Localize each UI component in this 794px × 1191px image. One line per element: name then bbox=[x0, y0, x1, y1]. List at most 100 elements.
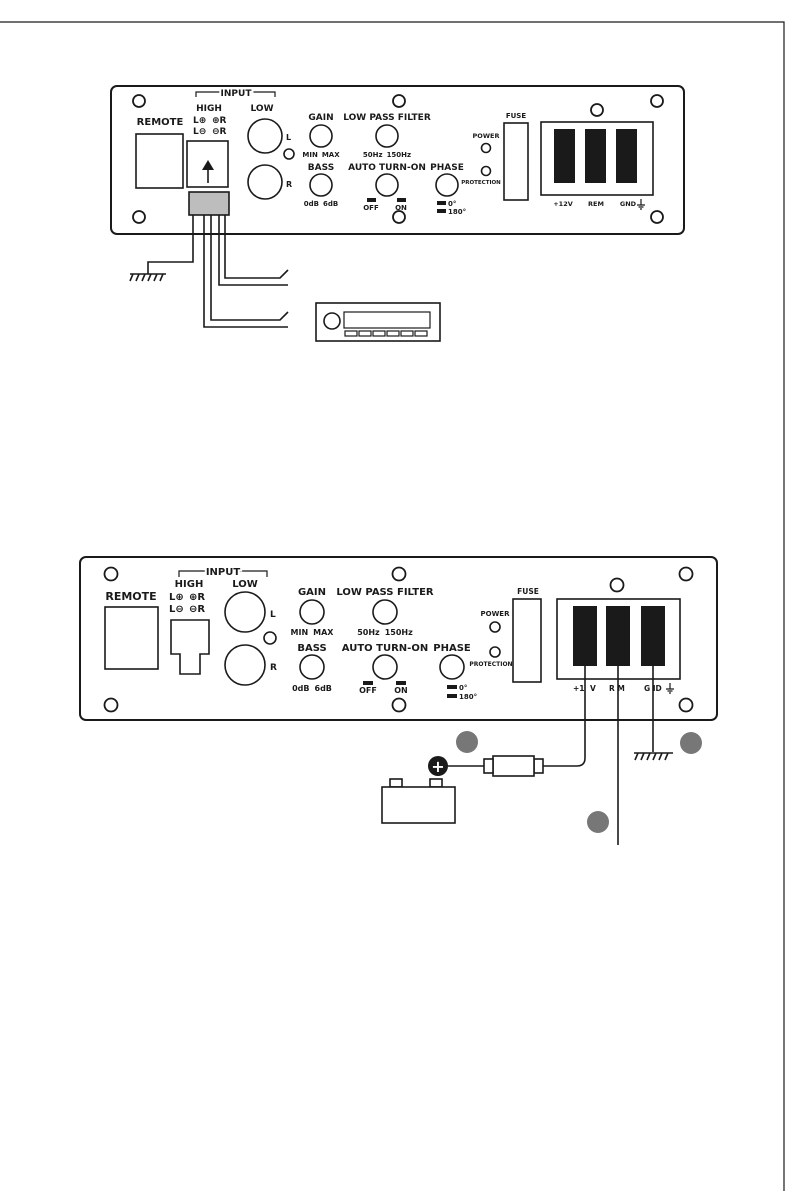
phase-0-label: 0° bbox=[459, 684, 467, 692]
mount-hole bbox=[392, 210, 406, 224]
speaker-wire-1 bbox=[224, 215, 289, 279]
mount-hole bbox=[391, 566, 407, 582]
gain-knob[interactable] bbox=[309, 124, 333, 148]
head-unit-knob-icon bbox=[323, 312, 341, 330]
input-bracket bbox=[178, 570, 268, 577]
high-left-positive: L⊕ bbox=[169, 592, 184, 603]
remote-port[interactable] bbox=[135, 133, 184, 189]
ground-symbol-icon bbox=[637, 199, 645, 210]
rca-r-label: R bbox=[286, 180, 292, 189]
input-label: INPUT bbox=[221, 89, 253, 99]
high-level-wiring bbox=[129, 215, 441, 342]
battery-terminal-left bbox=[389, 778, 403, 788]
amplifier-panel-bottom: REMOTE INPUT HIGH LOW L⊕ ⊕R L⊖ ⊖R L R GA… bbox=[79, 556, 718, 721]
phase-180-label: 180° bbox=[448, 208, 466, 216]
mount-hole bbox=[650, 210, 664, 224]
power-led bbox=[480, 142, 492, 154]
terminal-rem[interactable] bbox=[606, 606, 630, 666]
rca-left-jack[interactable] bbox=[247, 118, 283, 154]
rca-l-label: L bbox=[286, 133, 291, 142]
bass-label: BASS bbox=[308, 163, 334, 173]
mount-hole bbox=[132, 210, 146, 224]
low-label: LOW bbox=[232, 579, 258, 590]
phase-switch[interactable] bbox=[435, 173, 459, 197]
auto-off-label: OFF bbox=[363, 204, 379, 212]
speaker-wire-4 bbox=[203, 215, 288, 328]
remote-label: REMOTE bbox=[105, 590, 156, 603]
input-label: INPUT bbox=[206, 567, 241, 578]
protection-led bbox=[480, 165, 492, 177]
terminal-gnd[interactable] bbox=[641, 606, 665, 666]
power-led bbox=[489, 621, 501, 633]
speaker-wire-2 bbox=[218, 215, 288, 286]
fuse-holder[interactable] bbox=[512, 598, 542, 683]
remote-port[interactable] bbox=[104, 606, 159, 670]
high-level-plug[interactable] bbox=[188, 191, 230, 216]
protection-label: PROTECTION bbox=[469, 661, 512, 668]
phase-switch[interactable] bbox=[439, 654, 465, 680]
rca-right-jack[interactable] bbox=[247, 164, 283, 200]
bass-knob[interactable] bbox=[299, 654, 325, 680]
label-12v: +1 bbox=[573, 684, 585, 693]
fuse-holder-cap-right bbox=[533, 758, 544, 774]
rca-left-jack[interactable] bbox=[224, 591, 266, 633]
auto-turn-on-switch[interactable] bbox=[372, 654, 398, 680]
terminal-12v[interactable] bbox=[573, 606, 597, 666]
auto-on-label: ON bbox=[394, 686, 408, 695]
terminal-rem[interactable] bbox=[585, 129, 606, 183]
input-bracket bbox=[195, 91, 276, 97]
phase-marker-180 bbox=[437, 209, 446, 213]
auto-turn-on-switch[interactable] bbox=[375, 173, 399, 197]
terminal-12v[interactable] bbox=[554, 129, 575, 183]
power-label: POWER bbox=[481, 610, 511, 618]
battery-plus-symbol: + bbox=[431, 757, 444, 776]
fuse-holder-cap-left bbox=[483, 758, 494, 774]
mount-hole bbox=[678, 566, 694, 582]
mount-hole bbox=[590, 103, 604, 117]
page-frame-line bbox=[0, 21, 785, 1191]
gain-label: GAIN bbox=[298, 587, 326, 598]
high-level-input-socket[interactable] bbox=[170, 619, 210, 675]
auto-off-label: OFF bbox=[359, 686, 377, 695]
mount-hole bbox=[609, 577, 625, 593]
mount-hole bbox=[103, 566, 119, 582]
label-rem: R M bbox=[609, 684, 625, 693]
fuse-holder[interactable] bbox=[503, 122, 529, 201]
switch-marker-off bbox=[363, 681, 373, 685]
auto-on-label: ON bbox=[395, 204, 407, 212]
mount-hole bbox=[132, 94, 146, 108]
rca-right-jack[interactable] bbox=[224, 644, 266, 686]
bass-knob[interactable] bbox=[309, 173, 333, 197]
fuse-label: FUSE bbox=[506, 112, 527, 120]
rca-r-label: R bbox=[270, 663, 277, 673]
high-right-positive: ⊕R bbox=[212, 116, 227, 126]
fuse-label: FUSE bbox=[517, 587, 539, 596]
battery-positive-icon bbox=[428, 756, 448, 776]
lpf-knob[interactable] bbox=[372, 599, 398, 625]
switch-marker-on bbox=[397, 198, 406, 202]
callout-marker-ground bbox=[680, 732, 702, 754]
protection-label: PROTECTION bbox=[461, 180, 501, 186]
lpf-label: LOW PASS FILTER bbox=[343, 113, 431, 123]
gain-knob[interactable] bbox=[299, 599, 325, 625]
auto-turn-on-label: AUTO TURN-ON bbox=[342, 643, 428, 654]
rca-ground-screw bbox=[263, 631, 277, 645]
low-label: LOW bbox=[251, 104, 274, 114]
callout-marker-remote bbox=[587, 811, 609, 833]
mount-hole bbox=[391, 697, 407, 713]
phase-label: PHASE bbox=[433, 643, 471, 654]
ground-symbol-icon bbox=[666, 683, 674, 694]
battery bbox=[381, 786, 456, 824]
terminal-gnd[interactable] bbox=[616, 129, 637, 183]
battery-terminal-right bbox=[429, 778, 443, 788]
label-gnd: GND bbox=[620, 200, 637, 208]
lpf-knob[interactable] bbox=[375, 124, 399, 148]
power-label: POWER bbox=[473, 132, 500, 140]
lpf-label: LOW PASS FILTER bbox=[336, 587, 434, 598]
label-rem: REM bbox=[588, 200, 604, 208]
amplifier-panel-top: REMOTE INPUT HIGH LOW L⊕ ⊕R L⊖ ⊖R L R GA… bbox=[110, 85, 685, 235]
